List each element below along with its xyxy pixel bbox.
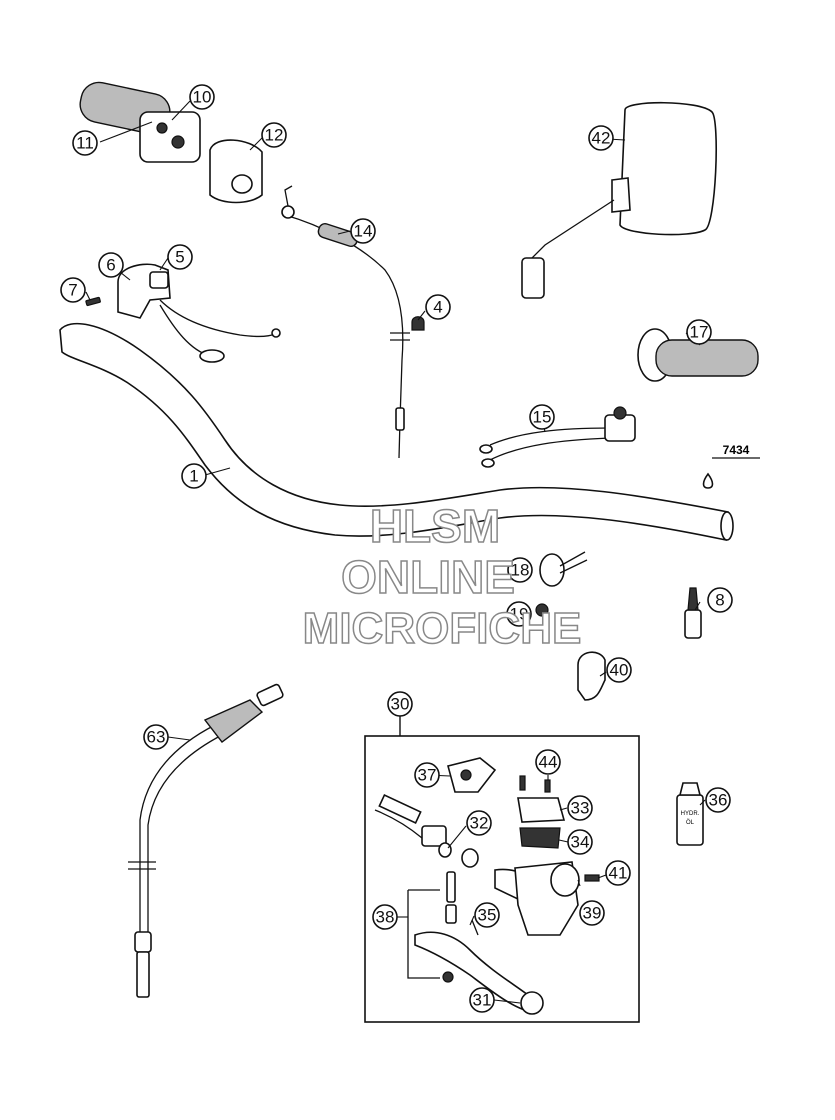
svg-text:36: 36 — [709, 791, 728, 810]
svg-text:18: 18 — [511, 561, 530, 580]
svg-text:8: 8 — [715, 591, 724, 610]
svg-text:11: 11 — [76, 134, 94, 153]
callout-12: 12 — [261, 122, 287, 148]
throttle-grip-part — [79, 81, 201, 163]
svg-text:33: 33 — [571, 799, 590, 818]
svg-text:1: 1 — [189, 467, 198, 486]
callout-14: 14 — [350, 218, 376, 244]
callout-37: 37 — [414, 762, 440, 788]
throttle-cover-part — [209, 139, 263, 204]
callout-40: 40 — [606, 657, 632, 683]
svg-text:19: 19 — [510, 605, 529, 624]
callout-33: 33 — [567, 795, 593, 821]
svg-text:10: 10 — [193, 88, 212, 107]
callout-44: 44 — [535, 749, 561, 775]
callout-41: 41 — [605, 860, 631, 886]
callout-8: 8 — [707, 587, 733, 613]
svg-text:37: 37 — [418, 766, 437, 785]
leader-lines — [85, 100, 706, 1004]
cable-tie-part — [539, 551, 588, 587]
svg-text:30: 30 — [391, 695, 410, 714]
callout-6: 6 — [98, 252, 124, 278]
svg-text:15: 15 — [533, 408, 552, 427]
threadlock-tube-part — [684, 587, 702, 639]
clamp-part — [577, 651, 606, 701]
callout-63: 63 — [143, 724, 169, 750]
callout-17: 17 — [686, 319, 712, 345]
hydraulic-oil-part: HYDR. ÖL — [676, 782, 704, 846]
callout-1: 1 — [181, 463, 207, 489]
watermark: HLSM ONLINE MICROFICHE — [302, 499, 582, 654]
master-cylinder-group-box — [364, 735, 640, 1023]
watermark-line3: MICROFICHE — [303, 604, 582, 653]
loctite-part — [702, 457, 760, 489]
watermark-line1: HLSM — [370, 500, 500, 552]
svg-text:6: 6 — [106, 256, 115, 275]
clutch-cable-part — [128, 683, 284, 998]
cap-part — [411, 316, 425, 331]
svg-text:63: 63 — [147, 728, 166, 747]
start-button-part — [479, 406, 636, 468]
callout-35: 35 — [474, 902, 500, 928]
svg-text:14: 14 — [354, 222, 373, 241]
callout-18: 18 — [507, 557, 533, 583]
svg-text:39: 39 — [583, 904, 602, 923]
svg-text:35: 35 — [478, 906, 497, 925]
callout-42: 42 — [588, 125, 614, 151]
callout-10: 10 — [189, 84, 215, 110]
svg-text:42: 42 — [592, 129, 611, 148]
callout-30: 30 — [387, 691, 413, 717]
master-cylinder-parts — [374, 757, 600, 1015]
svg-text:32: 32 — [470, 814, 489, 833]
watermark-line2: ONLINE — [341, 551, 515, 603]
svg-text:17: 17 — [690, 323, 709, 342]
oil-label-line2: ÖL — [686, 819, 695, 826]
callout-19: 19 — [506, 601, 532, 627]
callout-32: 32 — [466, 810, 492, 836]
callout-39: 39 — [579, 900, 605, 926]
svg-text:4: 4 — [433, 298, 442, 317]
callout-15: 15 — [529, 404, 555, 430]
throttle-cable-part — [281, 185, 410, 459]
nut-part — [535, 603, 549, 617]
svg-text:31: 31 — [473, 991, 492, 1010]
callout-31: 31 — [469, 987, 495, 1013]
callout-38: 38 — [372, 904, 398, 930]
svg-text:41: 41 — [609, 864, 628, 883]
svg-text:44: 44 — [539, 753, 558, 772]
svg-text:40: 40 — [610, 661, 629, 680]
loctite-label: 7434 — [723, 443, 750, 457]
callout-7: 7 — [60, 277, 86, 303]
svg-text:12: 12 — [265, 126, 284, 145]
kill-switch-part — [85, 263, 281, 363]
mirror-part — [521, 101, 717, 299]
svg-text:34: 34 — [571, 833, 590, 852]
svg-text:5: 5 — [175, 248, 184, 267]
svg-text:38: 38 — [376, 908, 395, 927]
callout-5: 5 — [167, 244, 193, 270]
svg-text:7: 7 — [68, 281, 77, 300]
callout-4: 4 — [425, 294, 451, 320]
oil-label-line1: HYDR. — [681, 811, 700, 817]
callout-34: 34 — [567, 829, 593, 855]
left-grip-part — [637, 328, 759, 382]
handlebar-part — [59, 322, 734, 541]
callout-36: 36 — [705, 787, 731, 813]
callout-11: 11 — [72, 130, 98, 156]
